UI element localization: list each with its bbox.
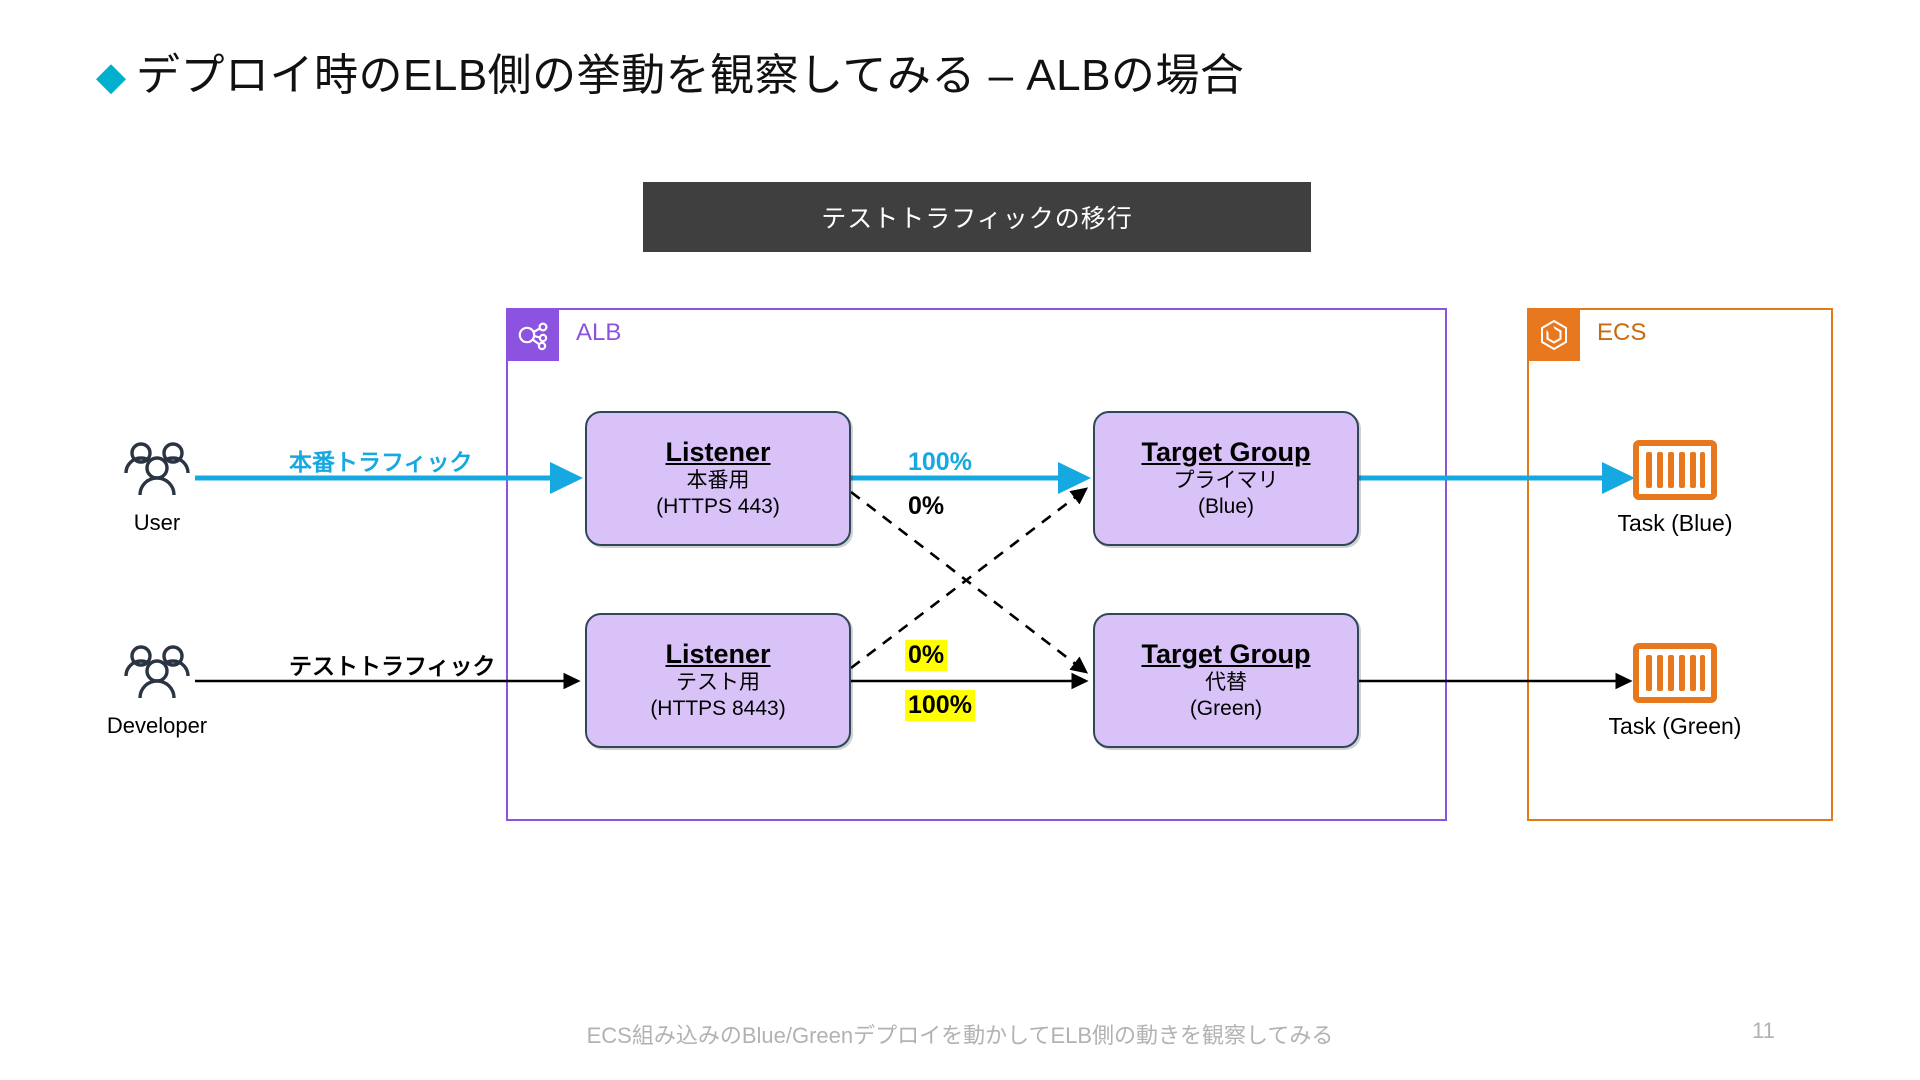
node-listener-test[interactable]: Listener テスト用 (HTTPS 8443) [585,613,851,748]
node-color-tag: (Green) [1189,697,1263,721]
actor-user-label: User [133,510,181,535]
title-text: デプロイ時のELB側の挙動を観察してみる – ALBの場合 [136,51,1245,100]
ecs-group-border [1527,308,1833,821]
node-subtitle: 本番用 [686,468,750,492]
users-group-icon [124,442,190,496]
node-listener-production[interactable]: Listener 本番用 (HTTPS 443) [585,411,851,546]
actor-user: User [82,440,232,536]
node-subtitle: 代替 [1205,670,1247,694]
node-port: (HTTPS 443) [656,495,780,519]
node-title: Listener [665,436,771,467]
caption-bar-text: テストトラフィックの移行 [821,205,1133,233]
actor-developer-label: Developer [106,713,208,738]
task-blue-label: Task (Blue) [1617,510,1733,536]
edge-label-prod-to-green-percent: 0% [908,492,945,520]
task-green-label: Task (Green) [1608,713,1742,739]
node-target-group-green[interactable]: Target Group 代替 (Green) [1093,613,1359,748]
container-task-icon [1633,643,1717,703]
node-title: Target Group [1141,436,1311,467]
footer-text: ECS組み込みのBlue/Greenデプロイを動かしてELB側の動きを観察してみ… [586,1023,1334,1048]
edge-label-test-to-blue-percent: 0% [905,640,948,671]
node-port: (HTTPS 8443) [650,697,786,721]
ecs-group-label: ECS [1597,319,1647,346]
node-target-group-blue[interactable]: Target Group プライマリ (Blue) [1093,411,1359,546]
edge-label-production-traffic: 本番トラフィック [289,449,473,475]
page-number: 11 [1752,1018,1775,1043]
node-subtitle: プライマリ [1173,468,1279,492]
edge-label-prod-to-blue-percent: 100% [908,448,972,476]
caption-bar: テストトラフィックの移行 [643,182,1311,252]
diamond-bullet-icon [96,64,126,95]
node-title: Target Group [1141,638,1311,669]
node-subtitle: テスト用 [676,670,760,694]
users-group-icon [124,645,190,699]
actor-developer: Developer [82,643,232,739]
task-blue: Task (Blue) [1565,440,1785,537]
page-title: デプロイ時のELB側の挙動を観察してみる – ALBの場合 [96,51,1245,100]
ecs-group-box: ECS [1527,308,1833,821]
task-green: Task (Green) [1565,643,1785,740]
ecs-container-icon [1527,308,1580,361]
container-task-icon [1633,440,1717,500]
alb-group-border [506,308,1447,821]
load-balancer-icon [506,308,559,361]
alb-group-label: ALB [576,319,622,346]
edge-label-test-traffic: テストトラフィック [289,653,496,679]
edge-label-test-to-green-percent: 100% [905,690,975,721]
node-color-tag: (Blue) [1197,495,1255,519]
node-title: Listener [665,638,771,669]
